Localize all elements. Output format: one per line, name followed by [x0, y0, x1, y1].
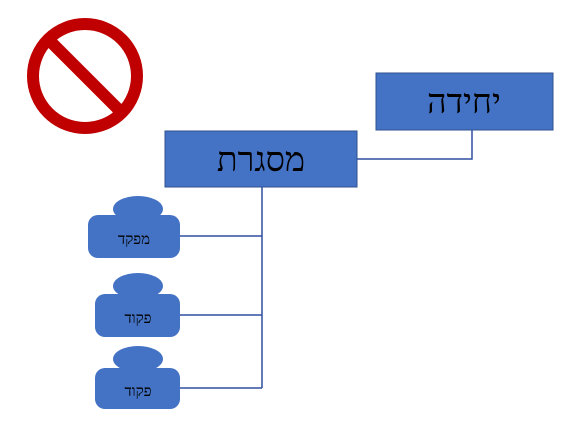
person-subordinate-1: פקוד	[95, 273, 180, 337]
prohibition-icon	[27, 18, 143, 134]
unit-box-label: יחידה	[427, 84, 501, 121]
person-subordinate-1-label: פקוד	[125, 311, 152, 327]
person-commander: מפקד	[88, 196, 180, 258]
person-subordinate-2: פקוד	[95, 346, 180, 409]
person-commander-label: מפקד	[118, 232, 150, 248]
frame-box: מסגרת	[164, 130, 358, 188]
unit-box: יחידה	[375, 72, 554, 131]
person-icon	[113, 273, 163, 299]
person-subordinate-2-label: פקוד	[125, 384, 152, 400]
frame-box-label: מסגרת	[217, 142, 305, 179]
connectors	[180, 130, 473, 389]
person-icon	[113, 346, 163, 372]
unit-to-frame-connector	[357, 130, 473, 160]
